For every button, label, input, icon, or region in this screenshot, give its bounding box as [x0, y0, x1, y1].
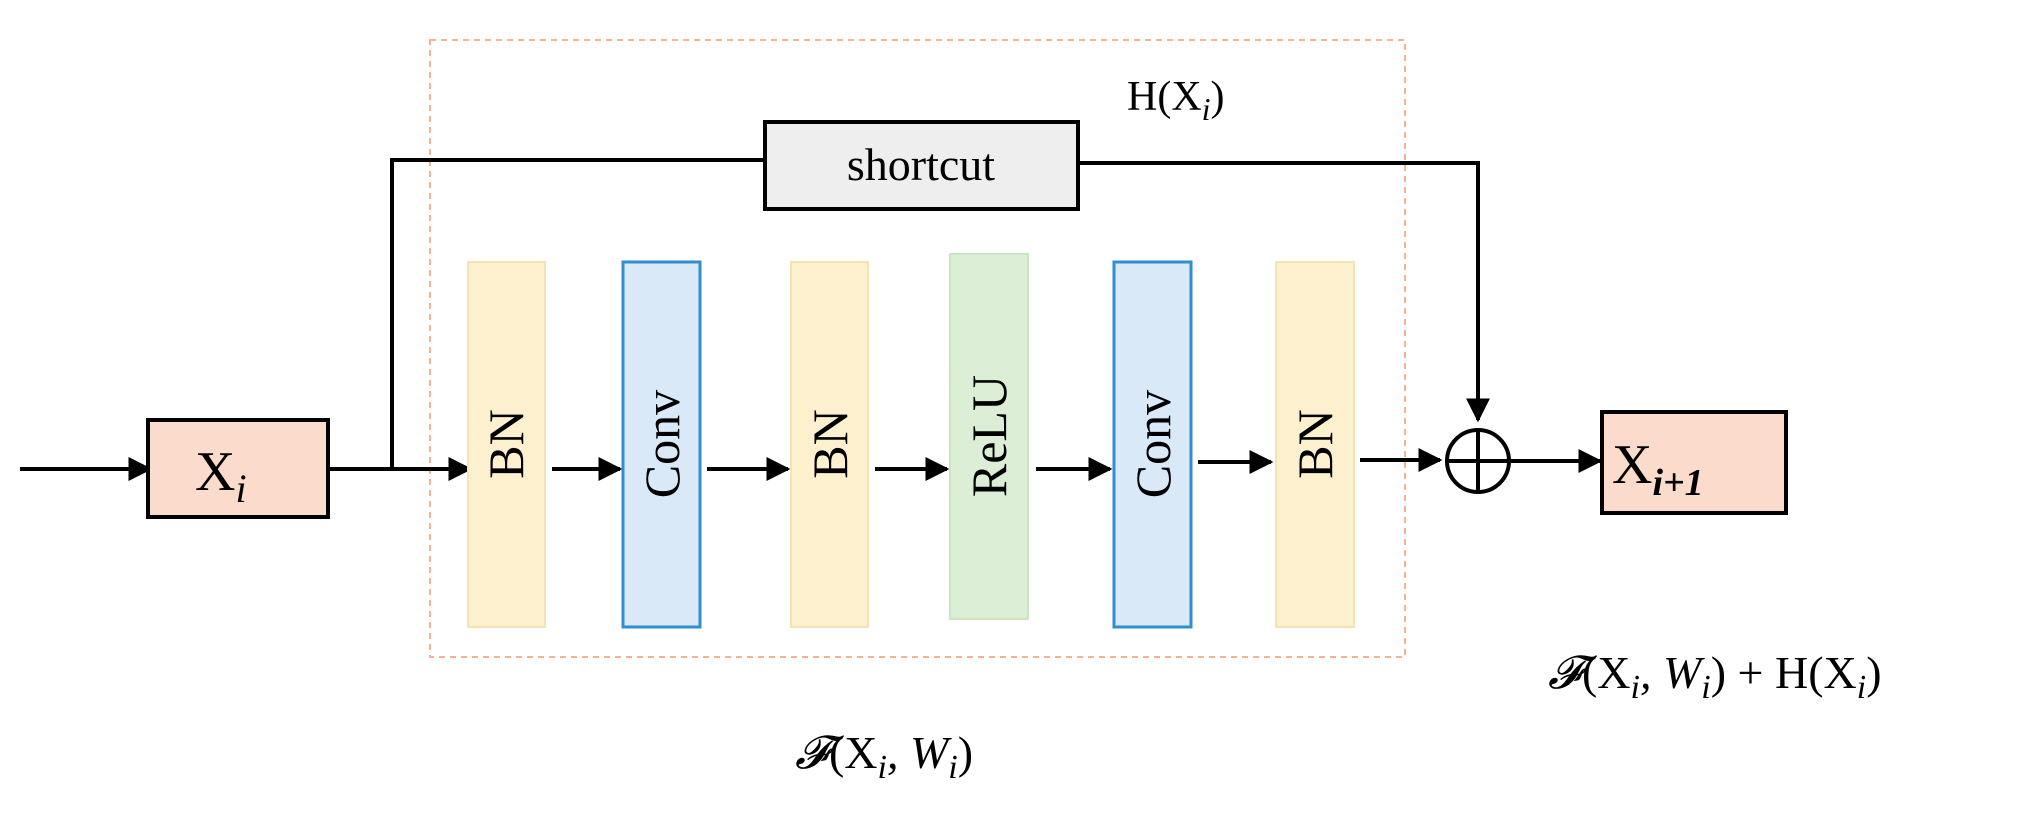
residual-function-label: 𝓕(Xi, Wi)	[795, 727, 973, 786]
layer-conv-2: Conv	[1112, 260, 1193, 629]
shortcut-label: shortcut	[847, 139, 995, 190]
shortcut-path-right	[1078, 161, 1490, 423]
svg-text:Xi: Xi	[195, 441, 247, 511]
svg-text:Conv: Conv	[1125, 390, 1181, 498]
svg-text:BN: BN	[802, 409, 858, 478]
layer-bn-1: BN	[467, 261, 546, 628]
layer-conv-1: Conv	[621, 260, 702, 629]
layer-relu: ReLU	[949, 253, 1029, 620]
residual-block-boundary	[429, 39, 1406, 658]
output-formula-label: 𝓕(Xi, Wi) + H(Xi)	[1548, 647, 1882, 706]
output-node: Xi+1	[1600, 410, 1788, 515]
svg-text:BN: BN	[1287, 409, 1343, 478]
input-node: Xi	[146, 418, 330, 519]
svg-text:Conv: Conv	[634, 390, 690, 498]
shortcut-box: shortcut	[763, 120, 1080, 211]
layer-bn-3: BN	[1275, 261, 1355, 628]
shortcut-path-left	[390, 158, 765, 469]
layer-bn-2: BN	[790, 261, 869, 628]
svg-text:BN: BN	[478, 409, 534, 478]
sum-node	[1445, 428, 1511, 494]
svg-text:ReLU: ReLU	[961, 375, 1017, 497]
svg-text:Xi+1: Xi+1	[1612, 434, 1704, 504]
block-label: H(Xi)	[1127, 74, 1225, 127]
